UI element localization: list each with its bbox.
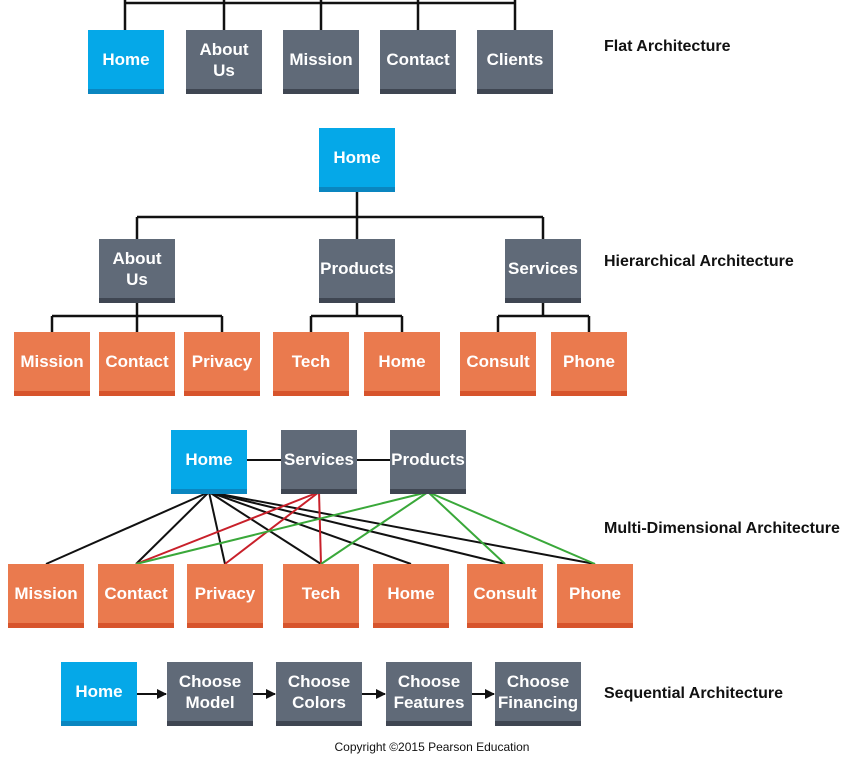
multi-link-products-leaf — [427, 491, 506, 565]
hier-node-about-us: About Us — [99, 239, 175, 303]
multi-link-products-leaf — [135, 491, 429, 565]
multi-link-home-leaf — [45, 491, 210, 565]
hier-leaf-tech: Tech — [273, 332, 349, 396]
sequential-architecture-label: Sequential Architecture — [604, 685, 784, 702]
flat-node-contact: Contact — [380, 30, 456, 94]
flat-node-mission: Mission — [283, 30, 359, 94]
multi-leaf-contact: Contact — [98, 564, 174, 628]
hierarchical-architecture-label: Hierarchical Architecture — [604, 253, 794, 270]
flat-node-clients: Clients — [477, 30, 553, 94]
multi-link-home-leaf — [208, 491, 322, 565]
flat-node-home: Home — [88, 30, 164, 94]
multi-link-products-leaf — [320, 491, 429, 565]
multi-leaf-phone: Phone — [557, 564, 633, 628]
multi-leaf-consult: Consult — [467, 564, 543, 628]
multi-link-home-leaf — [208, 491, 596, 565]
multi-leaf-home: Home — [373, 564, 449, 628]
hier-leaf-consult: Consult — [460, 332, 536, 396]
multi-link-services-leaf — [318, 491, 322, 565]
multi-link-home-leaf — [208, 491, 506, 565]
copyright-text: Copyright ©2015 Pearson Education — [334, 740, 530, 754]
multi-node-services: Services — [281, 430, 357, 494]
hier-leaf-mission: Mission — [14, 332, 90, 396]
multi-link-services-leaf — [135, 491, 320, 565]
hier-leaf-home: Home — [364, 332, 440, 396]
seq-node-choose-model: Choose Model — [167, 662, 253, 726]
hier-leaf-privacy: Privacy — [184, 332, 260, 396]
multi-leaf-tech: Tech — [283, 564, 359, 628]
multi-link-home-leaf — [208, 491, 226, 565]
multi-leaf-mission: Mission — [8, 564, 84, 628]
flat-node-about-us: About Us — [186, 30, 262, 94]
hier-leaf-contact: Contact — [99, 332, 175, 396]
seq-node-choose-colors: Choose Colors — [276, 662, 362, 726]
hier-node-services: Services — [505, 239, 581, 303]
multi-link-home-leaf — [208, 491, 412, 565]
hier-node-products: Products — [319, 239, 395, 303]
seq-node-choose-features: Choose Features — [386, 662, 472, 726]
hier-leaf-phone: Phone — [551, 332, 627, 396]
multi-node-products: Products — [390, 430, 466, 494]
multi-dimensional-architecture-label: Multi-Dimensional Architecture — [604, 520, 840, 537]
multi-node-home: Home — [171, 430, 247, 494]
seq-node-choose-financing: Choose Financing — [495, 662, 581, 726]
multi-link-home-leaf — [135, 491, 210, 565]
flat-architecture-label: Flat Architecture — [604, 38, 731, 55]
multi-leaf-privacy: Privacy — [187, 564, 263, 628]
seq-node-home: Home — [61, 662, 137, 726]
multi-link-products-leaf — [427, 491, 596, 565]
hier-node-home-root: Home — [319, 128, 395, 192]
multi-link-services-leaf — [224, 491, 320, 565]
